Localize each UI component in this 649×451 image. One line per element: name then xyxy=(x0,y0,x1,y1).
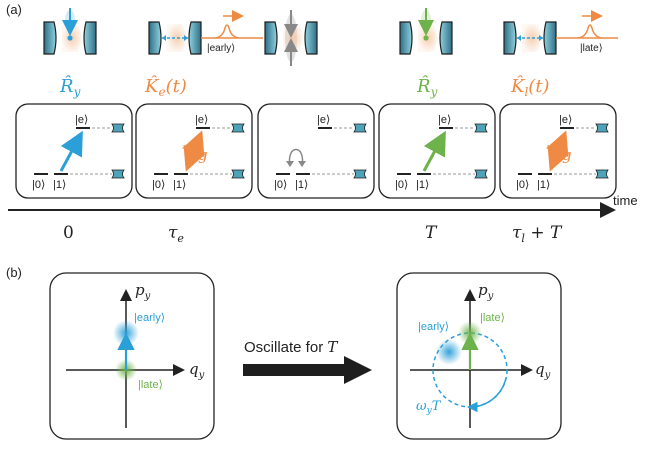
label-0: |0⟩ xyxy=(395,179,408,191)
q-axis-label-left: qy xyxy=(189,360,205,381)
mini-mirror-icon xyxy=(111,123,125,133)
label-g: g xyxy=(562,146,572,164)
mini-mirror-icon xyxy=(111,169,125,179)
tick-0: 0 xyxy=(63,223,74,243)
late-photon-label: |late⟩ xyxy=(580,43,603,54)
label-e: |e⟩ xyxy=(559,114,572,126)
label-1: |1⟩ xyxy=(537,179,550,191)
mini-mirror-icon xyxy=(474,123,488,133)
timeline: time 0 τe T τl + T xyxy=(8,193,638,245)
cavity-row: |early⟩ |late⟩ xyxy=(43,8,618,66)
time-axis-label: time xyxy=(613,193,638,208)
q-axis-label-right: qy xyxy=(535,360,551,381)
cooling-loop xyxy=(288,148,304,167)
drive-arrow xyxy=(422,130,446,172)
tick-T: T xyxy=(425,223,438,243)
label-1: |1⟩ xyxy=(173,179,186,191)
coupling-arrow xyxy=(546,130,570,172)
early-label-left: |early⟩ xyxy=(134,312,165,324)
level-box-5: |e⟩ |0⟩ |1⟩ g xyxy=(499,103,617,199)
mini-mirror-icon xyxy=(474,169,488,179)
early-label-right: |early⟩ xyxy=(418,321,449,333)
late-label-right: |late⟩ xyxy=(480,312,505,324)
mini-mirror-icon xyxy=(353,169,367,179)
p-axis-label-right: py xyxy=(478,281,494,302)
late-label-left: |late⟩ xyxy=(138,379,163,391)
panel-b-label: (b) xyxy=(6,265,22,280)
early-photon-label: |early⟩ xyxy=(207,43,235,54)
label-1: |1⟩ xyxy=(53,179,66,191)
label-e: |e⟩ xyxy=(75,114,88,126)
level-box-2: |e⟩ |0⟩ |1⟩ g xyxy=(135,103,253,199)
label-0: |0⟩ xyxy=(274,179,287,191)
label-e: |e⟩ xyxy=(195,114,208,126)
drive-arrow xyxy=(59,130,83,172)
mini-mirror-icon xyxy=(595,123,609,133)
op-label-ke: K̂e(t) xyxy=(144,75,187,99)
level-box-3: |e⟩ |0⟩ |1⟩ xyxy=(257,103,375,199)
cooling-arrowhead xyxy=(298,161,306,167)
label-1: |1⟩ xyxy=(416,179,429,191)
cooling-arrowhead xyxy=(286,161,294,167)
phase-space-left: py qy |early⟩ |late⟩ xyxy=(49,272,215,440)
p-axis-label-left: py xyxy=(135,281,151,302)
label-0: |0⟩ xyxy=(152,179,165,191)
tick-tau-l-plus-T: τl + T xyxy=(512,223,563,245)
label-1: |1⟩ xyxy=(295,179,308,191)
label-g: g xyxy=(198,146,208,164)
rotation-arrowhead xyxy=(467,377,507,413)
rotation-label: ωyT xyxy=(416,399,442,416)
mini-mirror-icon xyxy=(353,123,367,133)
cavity-cooling xyxy=(264,10,318,66)
op-label-kl: K̂l(t) xyxy=(510,75,550,99)
label-e: |e⟩ xyxy=(317,114,330,126)
level-box-1: |e⟩ |0⟩ |1⟩ xyxy=(15,103,133,199)
oscillate-label: Oscillate for T xyxy=(244,338,338,356)
level-box-4: |e⟩ |0⟩ |1⟩ xyxy=(378,103,496,199)
cavity-kl: |late⟩ xyxy=(503,10,618,55)
op-label-ry-1: R̂y xyxy=(59,75,81,99)
level-diagrams: |e⟩|0⟩|1⟩|e⟩|0⟩|1⟩g|e⟩|0⟩|1⟩|e⟩|0⟩|1⟩|e⟩… xyxy=(15,103,617,199)
mini-mirror-icon xyxy=(231,169,245,179)
mini-mirror-icon xyxy=(231,123,245,133)
mini-mirror-icon xyxy=(595,169,609,179)
label-0: |0⟩ xyxy=(516,179,529,191)
cavity-ry-green xyxy=(399,8,453,55)
tick-tau-e: τe xyxy=(168,223,184,245)
phase-space-right: py qy |early⟩ |late⟩ ωyT xyxy=(396,272,562,440)
panel-a-label: (a) xyxy=(6,2,22,17)
cavity-ke: |early⟩ xyxy=(148,10,263,55)
label-0: |0⟩ xyxy=(32,179,45,191)
oscillate-arrow: Oscillate for T xyxy=(243,338,372,384)
early-state-blob-right xyxy=(436,339,462,365)
operator-labels: R̂y K̂e(t) R̂y K̂l(t) xyxy=(59,75,550,99)
op-label-ry-2: R̂y xyxy=(416,75,438,99)
coupling-arrow xyxy=(182,130,206,172)
cavity-ry-blue xyxy=(43,8,97,55)
label-e: |e⟩ xyxy=(438,114,451,126)
